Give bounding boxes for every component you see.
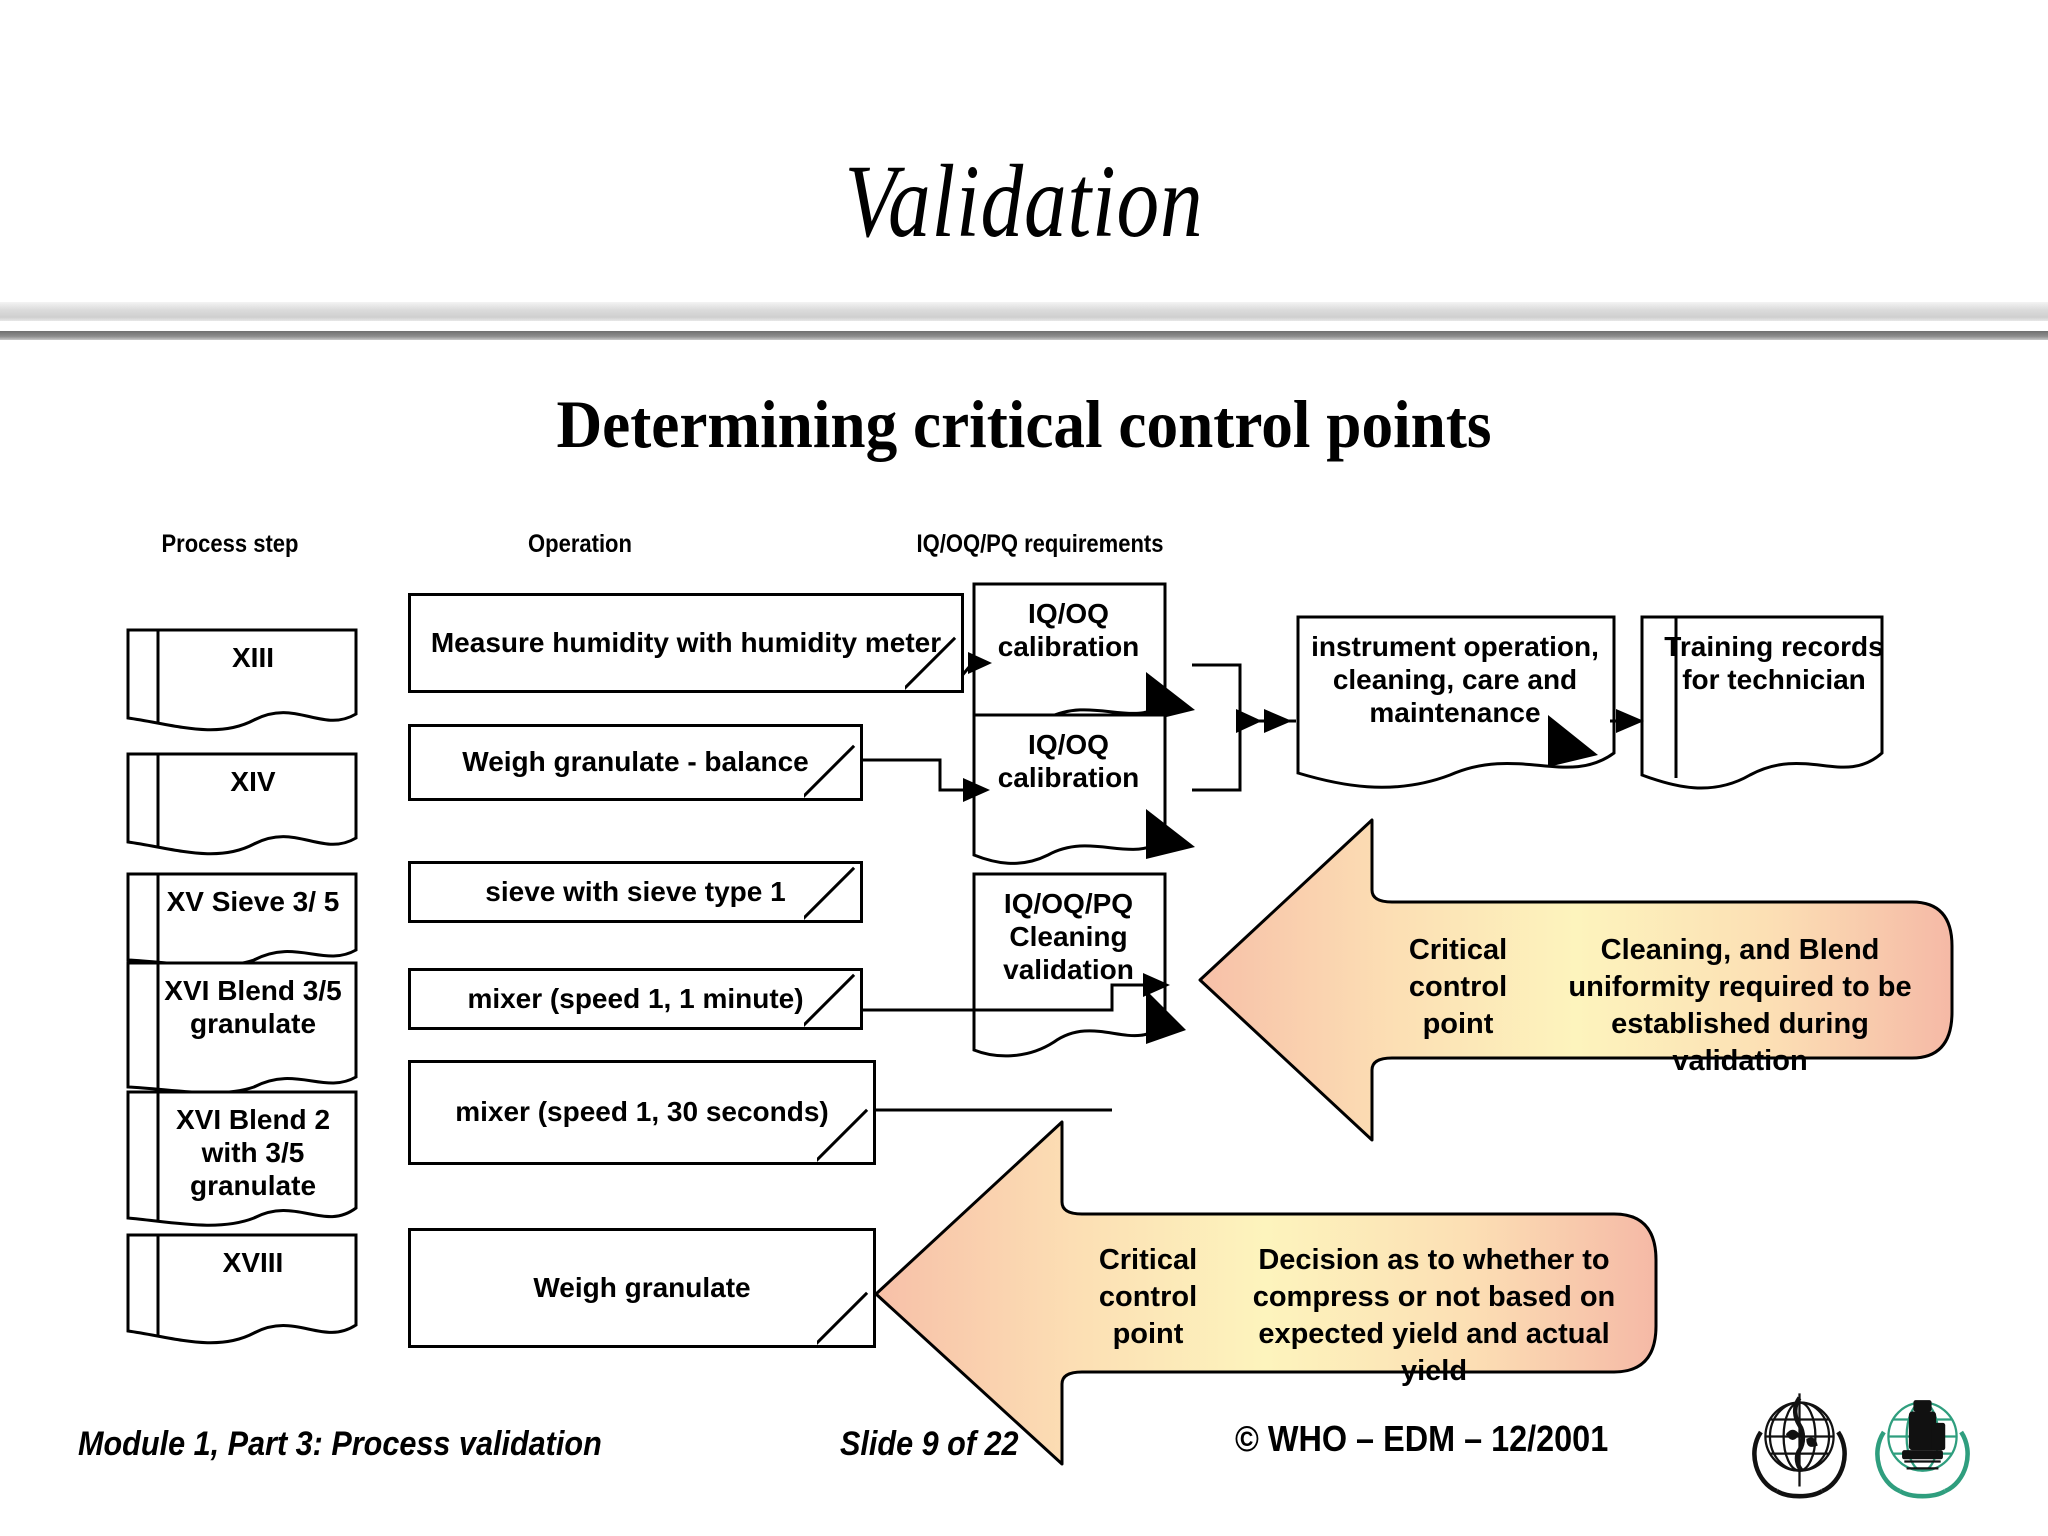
process-step-box[interactable]: XVI Blend 3/5 granulate xyxy=(126,961,358,1097)
process-step-box[interactable]: XV Sieve 3/ 5 xyxy=(126,872,358,967)
step-corner-icon xyxy=(804,864,860,920)
operation-label: mixer (speed 1, 30 seconds) xyxy=(455,1096,829,1128)
black-pointer-icon xyxy=(1548,715,1598,767)
document-shape xyxy=(1640,615,1884,790)
title-rule-line xyxy=(0,331,2048,340)
slide-subtitle: Determining critical control points xyxy=(556,386,1492,462)
process-step-label: XVIII xyxy=(222,1247,284,1278)
process-step-label: XIII xyxy=(231,642,274,673)
callout-tag: Critical control point xyxy=(1408,934,1508,1041)
process-step-box[interactable]: XVI Blend 2 with 3/5 granulate xyxy=(126,1090,358,1235)
operation-box[interactable]: Measure humidity with humidity meter xyxy=(408,593,964,693)
step-corner-icon xyxy=(817,1289,873,1345)
multidocument-shape xyxy=(126,752,358,856)
who-logo-icon xyxy=(1752,1393,1847,1499)
requirement-label: Training records for technician xyxy=(1664,631,1884,695)
operation-box[interactable]: Weigh granulate - balance xyxy=(408,724,863,801)
column-header-process-step: Process step xyxy=(161,530,299,558)
callout-body: Cleaning, and Blend uniformity required … xyxy=(1568,934,1912,1078)
operation-box[interactable]: mixer (speed 1, 1 minute) xyxy=(408,968,863,1030)
edm-logo-icon xyxy=(1875,1400,1970,1499)
document-shape xyxy=(1296,615,1616,789)
requirement-box[interactable]: Training records for technician xyxy=(1640,615,1884,797)
process-step-box[interactable]: XVIII xyxy=(126,1233,358,1353)
operation-label: Weigh granulate - balance xyxy=(462,746,809,778)
document-shape xyxy=(972,582,1195,729)
black-pointer-icon xyxy=(1146,990,1186,1044)
operation-box[interactable]: sieve with sieve type 1 xyxy=(408,861,863,923)
multidocument-shape xyxy=(126,1233,358,1345)
left-arrow-callout-shape xyxy=(1198,818,1954,1142)
requirement-box[interactable]: instrument operation, cleaning, care and… xyxy=(1296,615,1616,797)
operation-label: Measure humidity with humidity meter xyxy=(430,626,942,658)
requirement-label: instrument operation, cleaning, care and… xyxy=(1311,631,1599,728)
requirement-label: IQ/OQ/PQ Cleaning validation xyxy=(1003,888,1134,985)
left-arrow-callout-shape xyxy=(874,1120,1658,1466)
requirement-box[interactable]: IQ/OQ calibration xyxy=(972,713,1197,873)
operation-label: mixer (speed 1, 1 minute) xyxy=(467,982,804,1014)
step-corner-icon xyxy=(804,742,860,798)
process-step-label: XVI Blend 3/5 granulate xyxy=(164,975,342,1039)
requirement-box[interactable]: IQ/OQ calibration xyxy=(972,582,1197,737)
black-pointer-icon xyxy=(1146,809,1195,859)
black-pointer-icon xyxy=(1146,672,1195,722)
column-header-iq-oq-pq: IQ/OQ/PQ requirements xyxy=(916,530,1164,558)
process-step-box[interactable]: XIII xyxy=(126,628,358,738)
critical-control-point-callout[interactable]: Critical control point Decision as to wh… xyxy=(872,1118,1662,1468)
process-step-label: XVI Blend 2 with 3/5 granulate xyxy=(175,1104,331,1201)
multidocument-shape xyxy=(126,628,358,732)
requirement-label: IQ/OQ calibration xyxy=(997,729,1140,793)
operation-label: sieve with sieve type 1 xyxy=(485,875,786,907)
step-corner-icon xyxy=(804,971,860,1027)
operation-box[interactable]: Weigh granulate xyxy=(408,1228,876,1348)
callout-tag: Critical control point xyxy=(1098,1244,1198,1351)
requirement-box[interactable]: IQ/OQ/PQ Cleaning validation xyxy=(972,872,1197,1070)
callout-body: Decision as to whether to compress or no… xyxy=(1252,1244,1616,1388)
footer-module: Module 1, Part 3: Process validation xyxy=(78,1425,602,1463)
process-step-label: XV Sieve 3/ 5 xyxy=(166,886,340,917)
page-title: Validation xyxy=(844,144,1204,259)
footer-slide-number: Slide 9 of 22 xyxy=(840,1425,1019,1463)
requirement-label: IQ/OQ calibration xyxy=(997,598,1140,662)
document-shape xyxy=(972,713,1195,865)
operation-label: Weigh granulate xyxy=(533,1271,751,1303)
title-rule-band xyxy=(0,302,2048,321)
multidocument-shape xyxy=(126,1090,358,1227)
footer-copyright: © WHO – EDM – 12/2001 xyxy=(1235,1418,1609,1459)
critical-control-point-callout[interactable]: Critical control point Cleaning, and Ble… xyxy=(1196,816,1956,1144)
column-header-operation: Operation xyxy=(528,530,632,558)
process-step-box[interactable]: XIV xyxy=(126,752,358,862)
multidocument-shape xyxy=(126,961,358,1095)
process-step-label: XIV xyxy=(230,766,276,797)
operation-box[interactable]: mixer (speed 1, 30 seconds) xyxy=(408,1060,876,1165)
